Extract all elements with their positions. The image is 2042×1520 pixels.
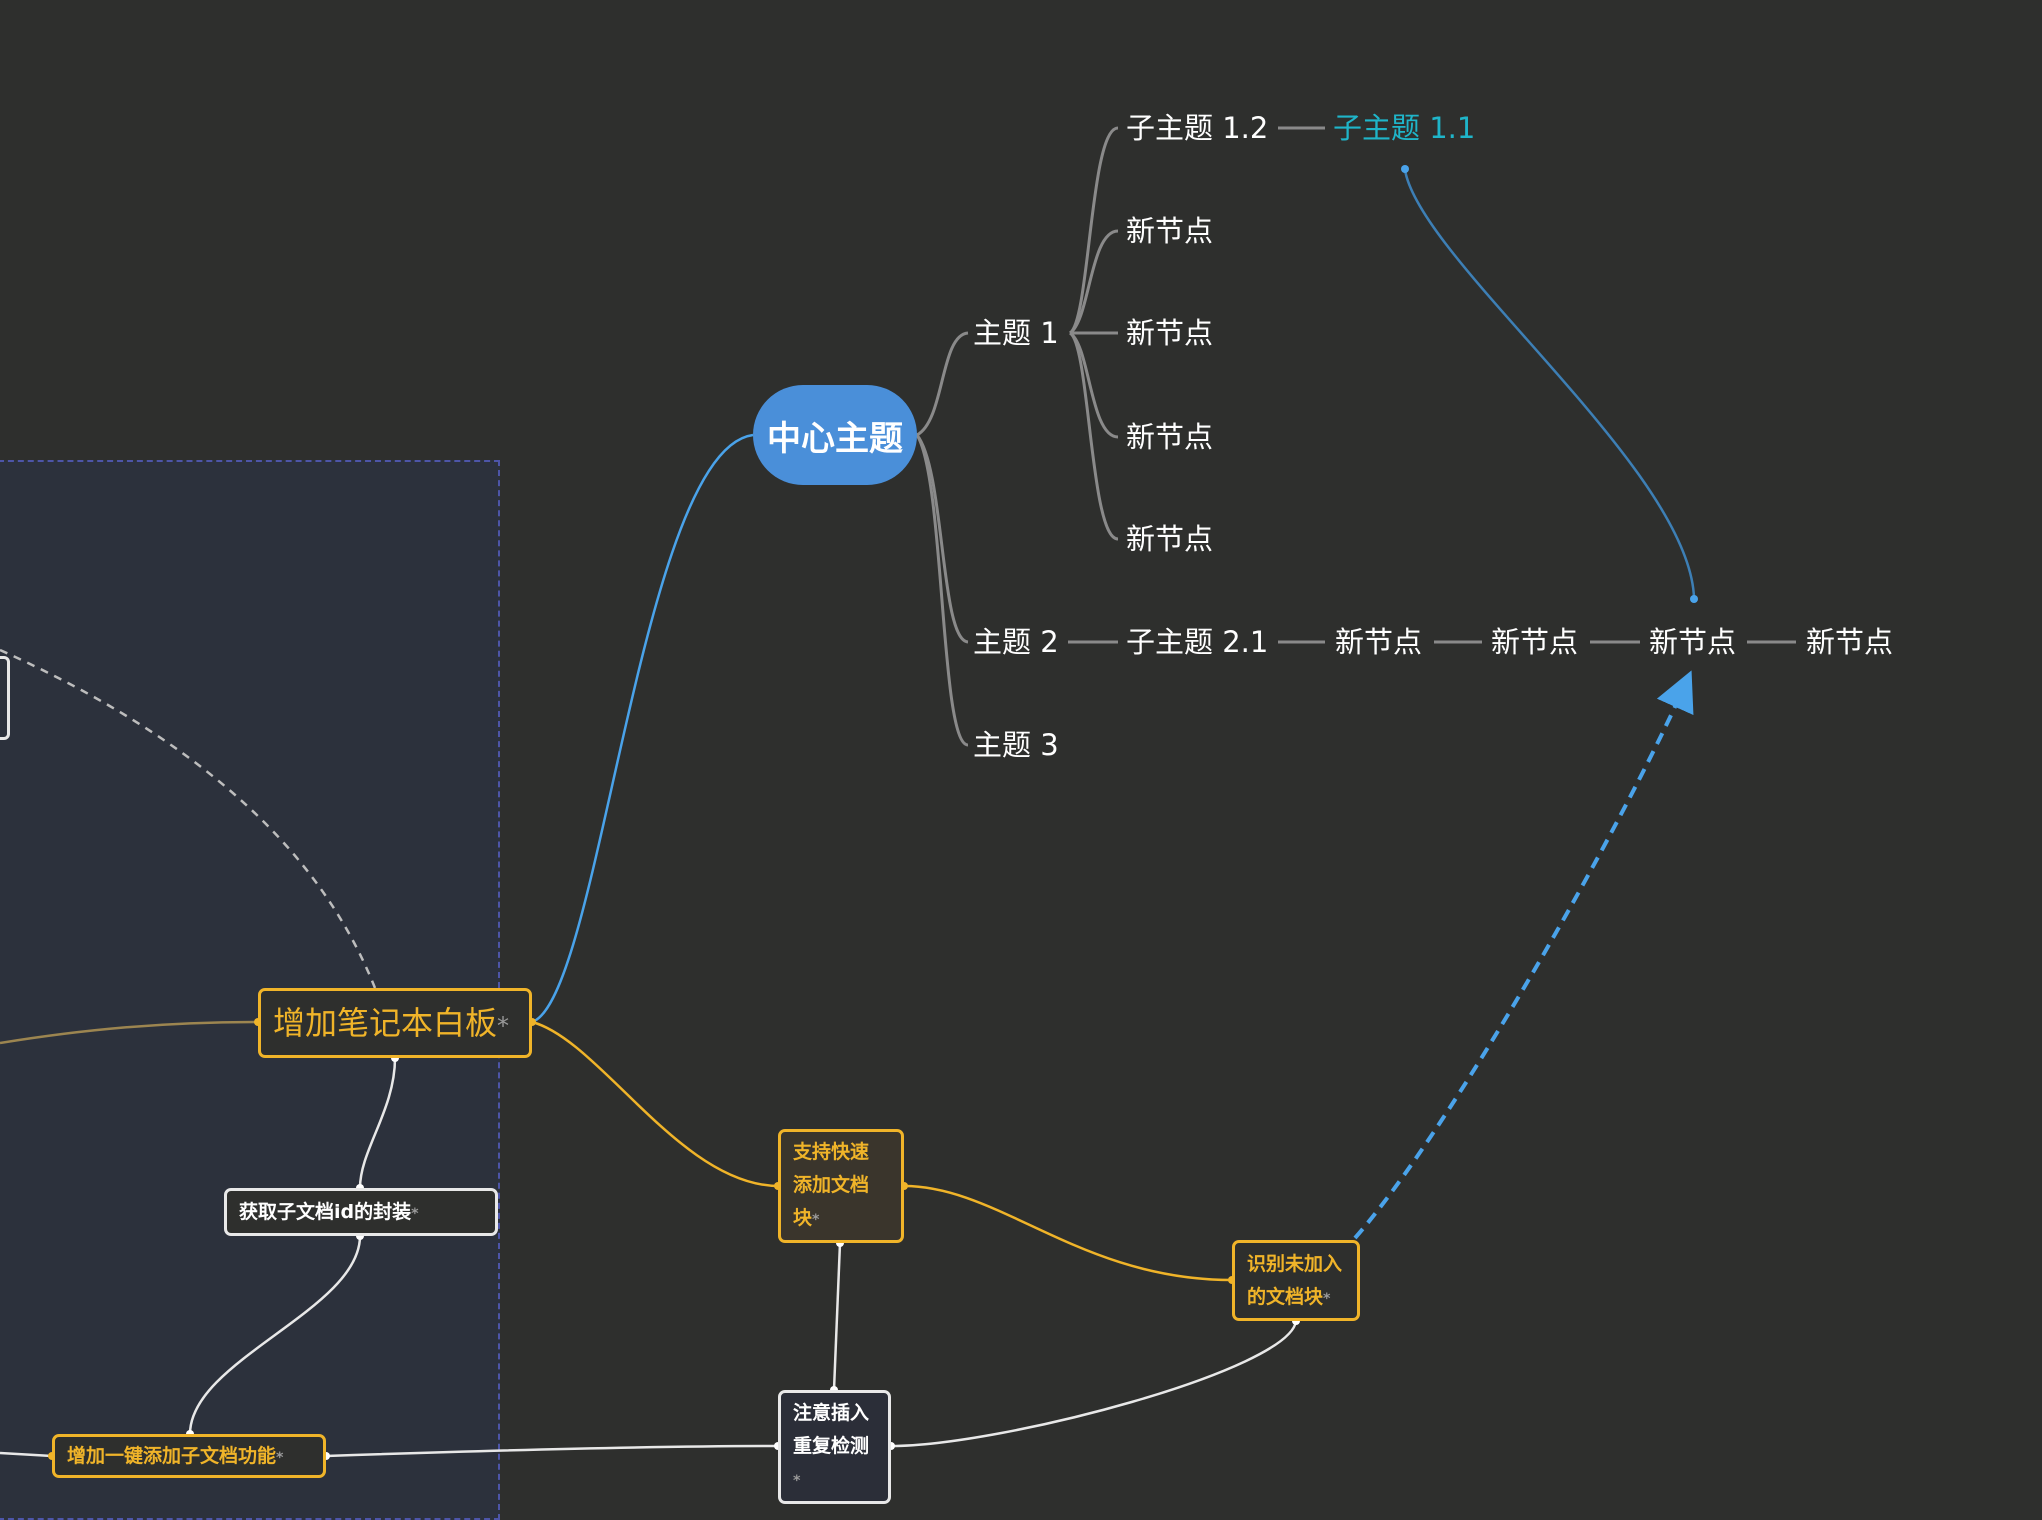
- card-duplicate-insert-check[interactable]: 注意插入 重复检测 *: [778, 1390, 891, 1504]
- subtopic-2-1[interactable]: 子主题 2.1: [1126, 625, 1269, 659]
- card-text-line: 的文档块: [1247, 1286, 1324, 1308]
- offscreen-node-edge[interactable]: [0, 656, 10, 740]
- card-text-line: 块: [793, 1207, 813, 1229]
- card-text-line: 重复检测: [793, 1435, 870, 1457]
- topic-2[interactable]: 主题 2: [973, 625, 1059, 659]
- card-text-line: 支持快速: [793, 1141, 870, 1163]
- edit-marker: *: [812, 1212, 820, 1228]
- subtopic-1-1[interactable]: 子主题 1.1: [1333, 111, 1476, 145]
- new-node-3[interactable]: 新节点: [1126, 420, 1214, 454]
- new-node-5[interactable]: 新节点: [1335, 625, 1423, 659]
- center-topic[interactable]: 中心主题: [753, 385, 917, 485]
- card-text: 获取子文档id的封装: [239, 1201, 412, 1223]
- new-node-7[interactable]: 新节点: [1649, 625, 1737, 659]
- edit-marker: *: [497, 1012, 510, 1040]
- card-add-child-doc-feature[interactable]: 增加一键添加子文档功能*: [52, 1434, 326, 1478]
- edit-marker: *: [1323, 1291, 1331, 1307]
- new-node-2[interactable]: 新节点: [1126, 316, 1214, 350]
- new-node-4[interactable]: 新节点: [1126, 522, 1214, 556]
- new-node-1[interactable]: 新节点: [1126, 214, 1214, 248]
- edit-marker: *: [793, 1473, 801, 1489]
- card-text: 增加一键添加子文档功能: [67, 1445, 277, 1467]
- card-quick-add-doc-block[interactable]: 支持快速 添加文档 块*: [778, 1129, 904, 1243]
- card-add-notebook-whiteboard[interactable]: 增加笔记本白板*: [258, 988, 532, 1058]
- card-recognize-unadded-blocks[interactable]: 识别未加入 的文档块*: [1232, 1240, 1360, 1321]
- new-node-6[interactable]: 新节点: [1491, 625, 1579, 659]
- topic-1[interactable]: 主题 1: [973, 316, 1059, 350]
- card-text: 增加笔记本白板: [273, 1004, 498, 1042]
- card-text-line: 注意插入: [793, 1402, 870, 1424]
- card-get-child-doc-id[interactable]: 获取子文档id的封装*: [224, 1188, 498, 1236]
- new-node-8[interactable]: 新节点: [1806, 625, 1894, 659]
- edit-marker: *: [276, 1450, 284, 1466]
- card-text-line: 识别未加入: [1247, 1253, 1343, 1275]
- edit-marker: *: [411, 1206, 419, 1222]
- topic-3[interactable]: 主题 3: [973, 728, 1059, 762]
- card-text-line: 添加文档: [793, 1174, 870, 1196]
- subtopic-1-2[interactable]: 子主题 1.2: [1126, 111, 1269, 145]
